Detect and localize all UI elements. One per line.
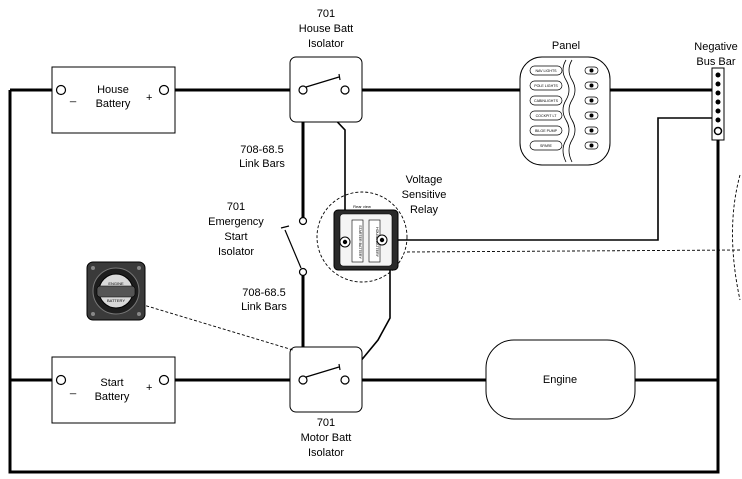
switch-panel: NAV LIGHTS POLE LIGHTS CABINLIGHTS COCKP… [519, 56, 611, 166]
start-battery-neg-sign: _ [69, 383, 77, 395]
vsr-sub-label-1: STARTER BATTERY [358, 225, 362, 259]
link-bars-bottom-label-2: Link Bars [241, 301, 287, 313]
emergency-isolator-label-1: 701 [227, 201, 245, 213]
link-bars-top-label-2: Link Bars [239, 158, 285, 170]
house-isolator-label-3: Isolator [308, 38, 344, 50]
link-bars-bottom-label-1: 708-68.5 [242, 287, 285, 299]
house-battery-label-2: Battery [96, 98, 131, 110]
motor-batt-isolator[interactable] [289, 346, 363, 413]
vsr-label-3: Relay [410, 204, 439, 216]
motor-isolator-label-2: Motor Batt [301, 432, 352, 444]
house-battery: _ + House Battery [51, 66, 176, 134]
house-battery-label-1: House [97, 84, 129, 96]
vsr-rear-view-label: Rear view [353, 204, 371, 209]
house-batt-isolator[interactable] [289, 56, 363, 123]
panel-switch-4-label: COCKPIT LT [536, 114, 558, 118]
dashed-signal-line [406, 249, 741, 253]
panel-switch-6-label: SPARE [540, 144, 553, 148]
panel-title: Panel [552, 40, 580, 52]
house-isolator-label-1: 701 [317, 8, 335, 20]
bus-bar-label-2: Bus Bar [696, 56, 735, 68]
panel-switch-2-label: POLE LIGHTS [534, 84, 558, 88]
motor-isolator-switch-lever [305, 366, 340, 378]
switch-knob-label-1: ENGINE [108, 281, 124, 286]
voltage-sensitive-relay[interactable]: STARTER BATTERY HOUSE BATTERY Rear view [316, 191, 408, 283]
engine-label: Engine [543, 374, 577, 386]
panel-switch-3-label: CABINLIGHTS [534, 99, 559, 103]
house-battery-pos-sign: + [146, 92, 152, 104]
house-isolator-switch-lever [305, 76, 340, 88]
start-battery-positive-terminal[interactable] [158, 374, 170, 386]
engine: Engine [485, 339, 636, 420]
bus-bar-label-1: Negative [694, 41, 737, 53]
link-bars-top-label-1: 708-68.5 [240, 144, 283, 156]
emergency-isolator-switch-lever [284, 229, 302, 269]
panel-switch-6[interactable]: SPARE [529, 140, 599, 151]
vsr-sub-label-2: HOUSE BATTERY [375, 227, 379, 258]
start-battery-negative-terminal[interactable] [55, 374, 67, 386]
house-battery-positive-terminal[interactable] [158, 84, 170, 96]
panel-switch-5[interactable]: BILGE PUMP [529, 125, 599, 136]
dashed-arc [732, 174, 741, 301]
switch-knob-label-2: BATTERY [107, 298, 125, 303]
emergency-isolator-label-4: Isolator [218, 246, 254, 258]
panel-switch-3[interactable]: CABINLIGHTS [529, 95, 599, 106]
emergency-isolator-label-3: Start [224, 231, 247, 243]
vsr-highlight-circle [316, 191, 408, 283]
vsr-label-2: Sensitive [402, 189, 447, 201]
house-battery-neg-sign: _ [69, 91, 77, 103]
negative-bus-bar[interactable] [711, 67, 725, 141]
vsr-label-1: Voltage [406, 174, 443, 186]
start-battery-pos-sign: + [146, 382, 152, 394]
engine-battery-switch[interactable]: ENGINE BATTERY [86, 261, 146, 321]
start-battery-label-2: Battery [95, 391, 130, 403]
start-battery-label-1: Start [100, 377, 123, 389]
start-battery: _ + Start Battery [51, 356, 176, 424]
panel-switch-2[interactable]: POLE LIGHTS [529, 80, 599, 91]
house-isolator-label-2: House Batt [299, 23, 353, 35]
panel-switch-1-label: NAV LIGHTS [535, 69, 557, 73]
dashed-knob-line [126, 299, 294, 351]
house-battery-negative-terminal[interactable] [55, 84, 67, 96]
panel-switch-4[interactable]: COCKPIT LT [529, 110, 599, 121]
motor-isolator-label-3: Isolator [308, 447, 344, 459]
panel-switch-5-label: BILGE PUMP [535, 129, 558, 133]
motor-isolator-label-1: 701 [317, 417, 335, 429]
emergency-isolator-label-2: Emergency [208, 216, 264, 228]
emergency-start-isolator[interactable] [280, 216, 308, 277]
panel-switch-1[interactable]: NAV LIGHTS [529, 65, 599, 76]
